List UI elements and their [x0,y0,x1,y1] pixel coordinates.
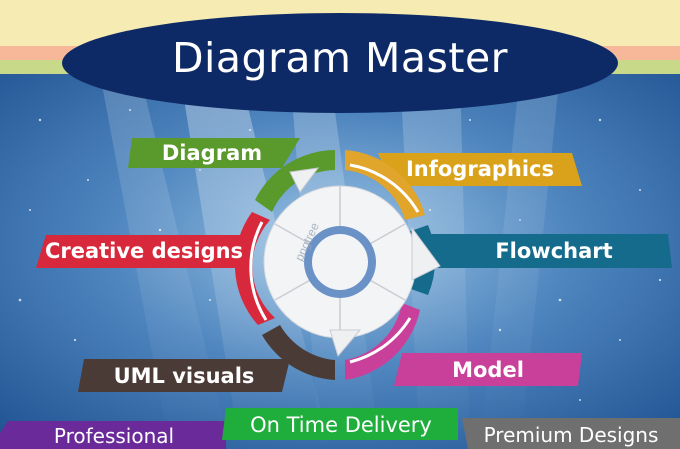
arc-magenta [345,303,420,380]
label-creative: Creative designs [44,239,244,263]
label-diagram: Diagram [161,141,263,165]
label-uml: UML visuals [113,364,255,388]
label-premium: Premium Designs [483,422,659,447]
creative-ribbon [36,235,250,268]
infographics-ribbon [378,153,582,186]
page-title: Diagram Master [171,34,509,82]
uml-ribbon [78,359,290,392]
arc-red [234,212,275,325]
label-on-time: On Time Delivery [250,413,432,437]
label-infographics: Infographics [405,157,554,181]
on-time-tag [222,408,458,440]
title-banner [62,13,618,113]
cycle-diagram: pngtree [234,150,441,380]
professional-tag [0,421,226,449]
diagram-ribbon [128,138,300,168]
label-flowchart: Flowchart [495,239,613,263]
label-professional: Professional [53,423,175,448]
flowchart-ribbon [430,234,672,268]
arc-brown [262,325,335,380]
model-ribbon [394,353,582,386]
label-model: Model [452,358,524,382]
title-area: Diagram Master [62,6,618,116]
premium-tag [462,418,680,449]
